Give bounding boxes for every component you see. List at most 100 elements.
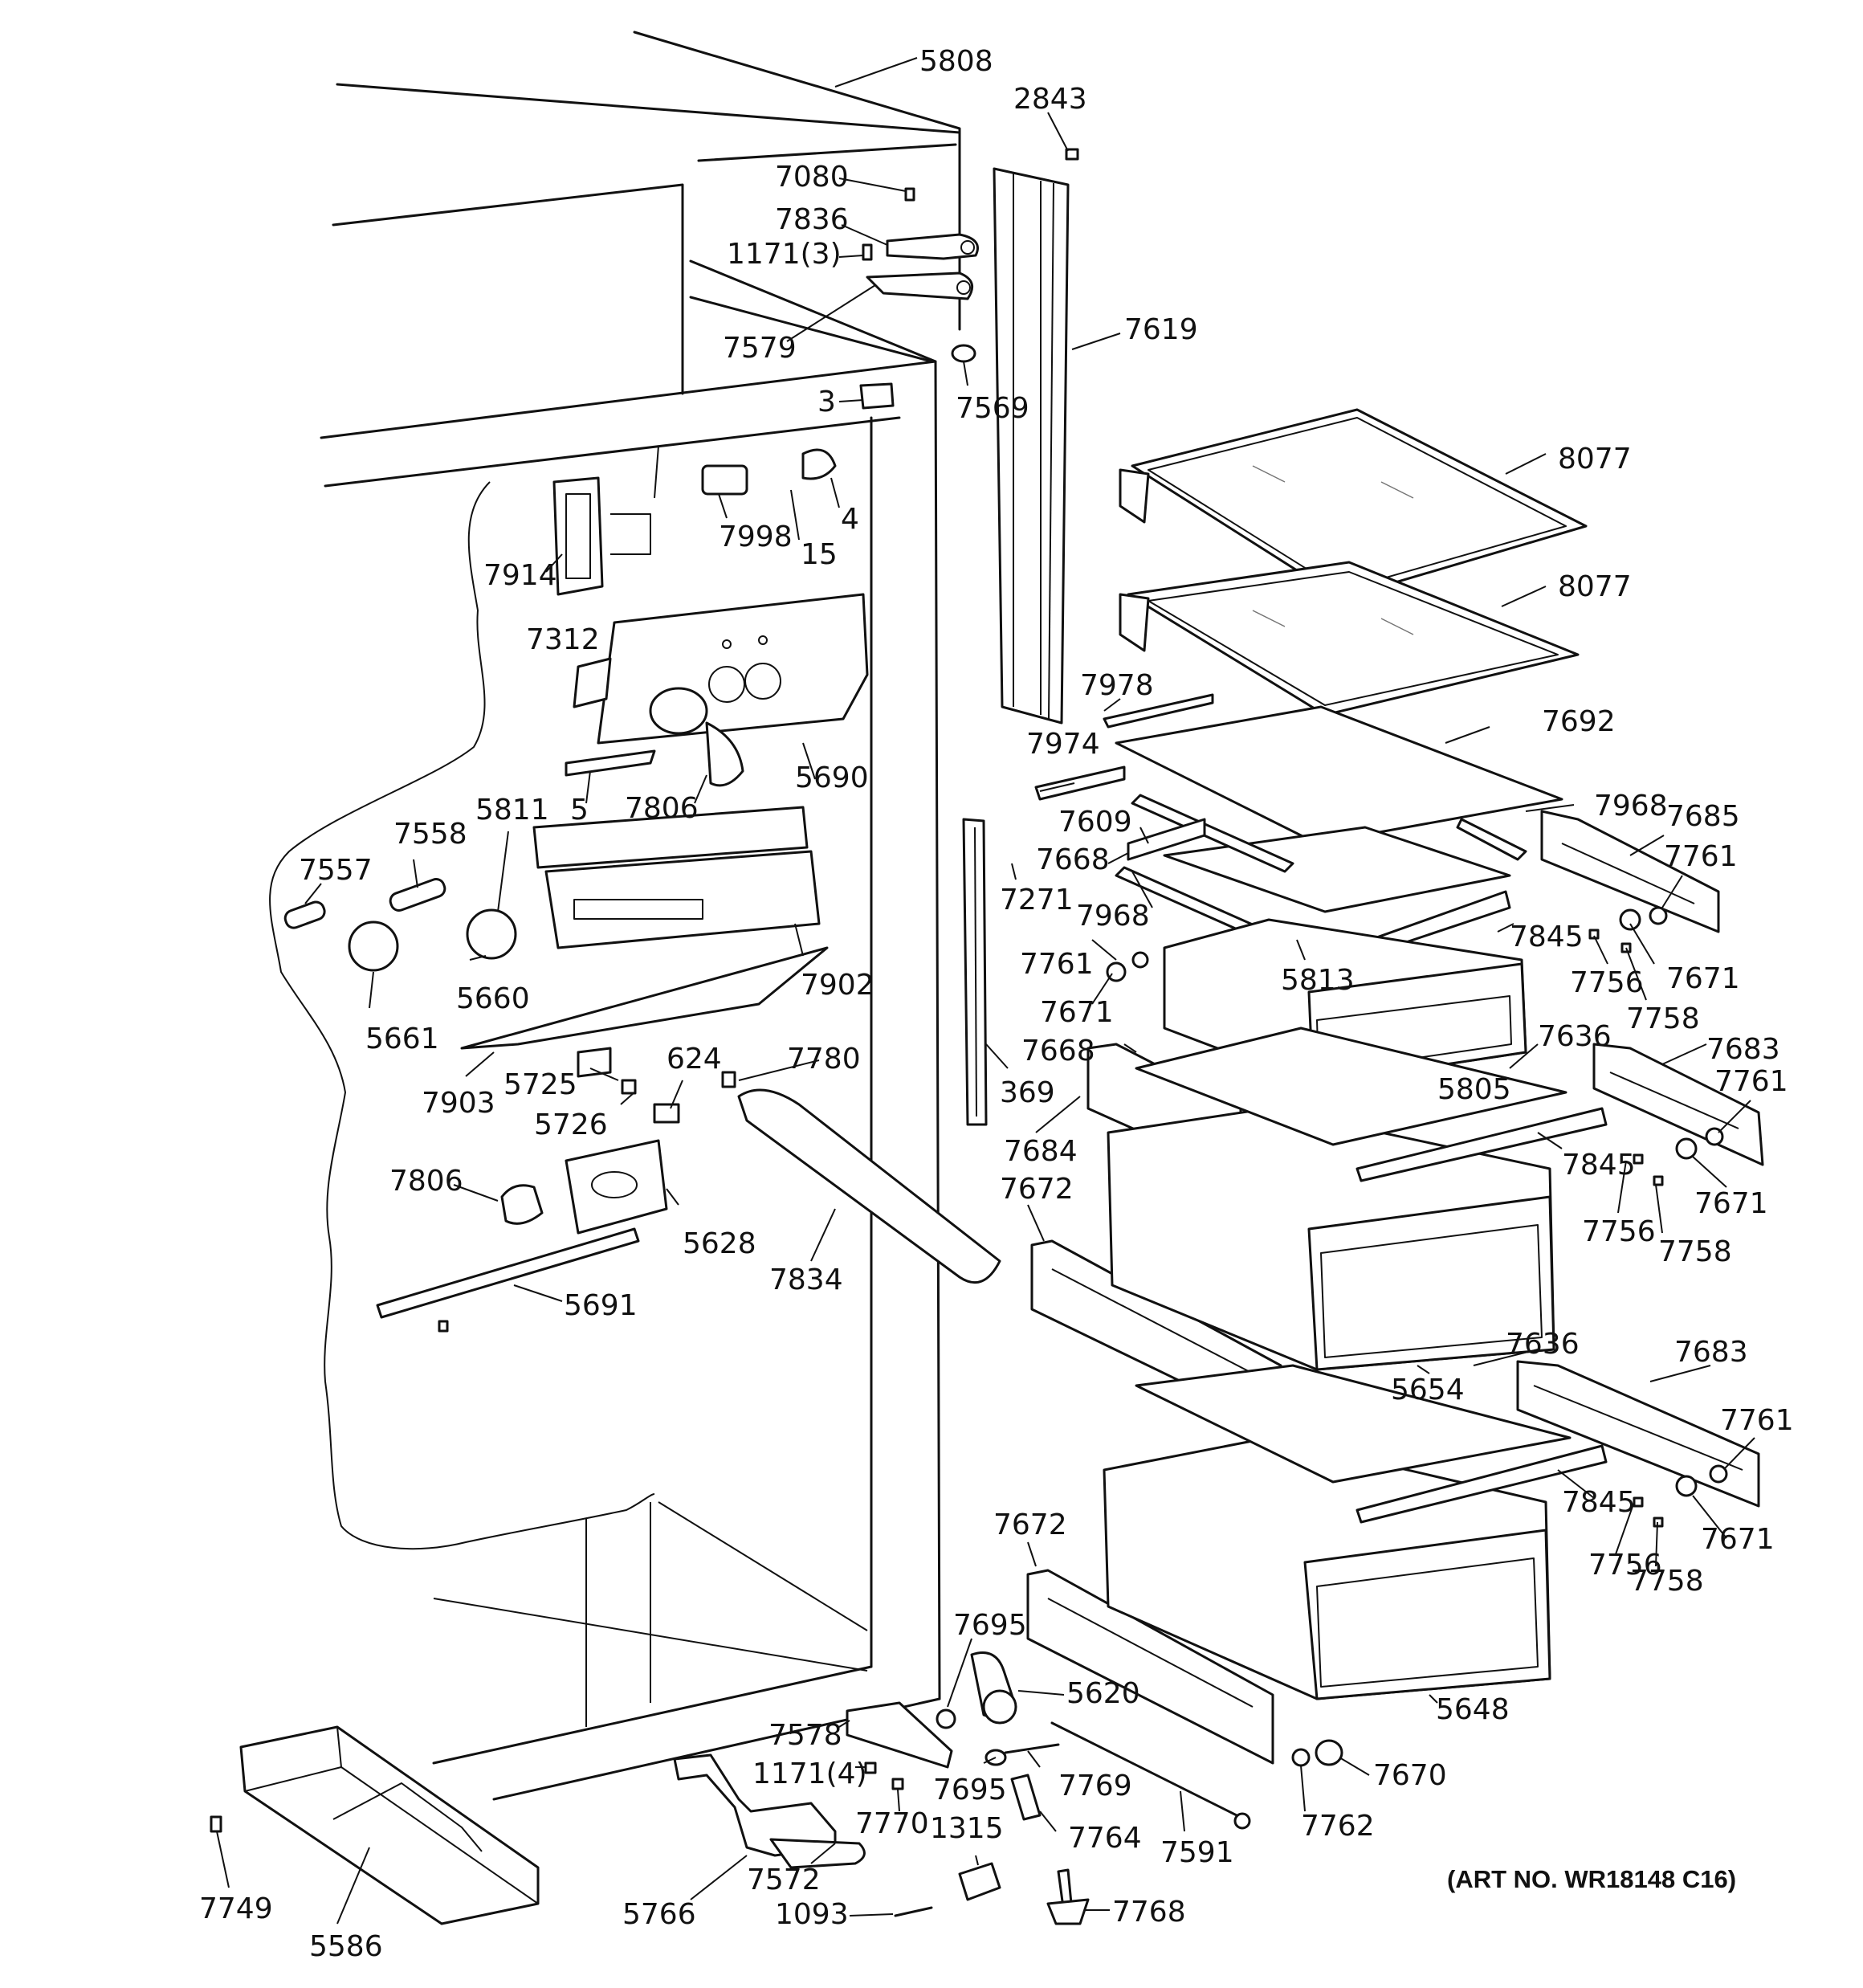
art-number: (ART NO. WR18148 C16) bbox=[1447, 1865, 1736, 1893]
label-7685: 7685 bbox=[1666, 800, 1740, 833]
door-strip-7619 bbox=[993, 167, 1070, 725]
label-7671-b: 7671 bbox=[1040, 996, 1114, 1029]
label-7558: 7558 bbox=[393, 818, 467, 851]
label-1171-4: 1171(4) bbox=[752, 1757, 867, 1790]
label-15: 15 bbox=[801, 538, 838, 571]
label-7684: 7684 bbox=[1004, 1135, 1078, 1168]
label-7998: 7998 bbox=[719, 520, 793, 553]
label-7806-upper: 7806 bbox=[625, 792, 699, 825]
label-4: 4 bbox=[841, 503, 859, 536]
side-rail-7672-lower bbox=[1026, 1569, 1274, 1765]
label-7845-a: 7845 bbox=[1510, 921, 1584, 953]
label-7780: 7780 bbox=[787, 1043, 861, 1076]
label-7978: 7978 bbox=[1080, 669, 1154, 702]
label-7769: 7769 bbox=[1058, 1770, 1132, 1802]
label-7672-upper: 7672 bbox=[1000, 1173, 1074, 1206]
wheels-and-rollers bbox=[283, 878, 517, 972]
label-7762: 7762 bbox=[1301, 1810, 1375, 1843]
shelf-8077-upper bbox=[1119, 408, 1588, 600]
pan-5648 bbox=[1103, 1364, 1608, 1700]
label-5661: 5661 bbox=[365, 1023, 439, 1055]
label-7761-a: 7761 bbox=[1664, 840, 1738, 873]
rail-hardware bbox=[1106, 906, 1728, 1528]
label-5766: 5766 bbox=[622, 1898, 696, 1931]
label-7671-a: 7671 bbox=[1666, 962, 1740, 995]
label-5690: 5690 bbox=[795, 761, 869, 794]
cabinet-outline bbox=[269, 31, 961, 1801]
label-7636-upper: 7636 bbox=[1538, 1020, 1612, 1053]
label-7758-a: 7758 bbox=[1626, 1002, 1700, 1035]
side-rail-7685 bbox=[1540, 810, 1720, 933]
label-7668-upper: 7668 bbox=[1036, 843, 1110, 876]
label-7636-lower: 7636 bbox=[1506, 1328, 1580, 1361]
light-shield-5811 bbox=[460, 806, 829, 1050]
label-7974: 7974 bbox=[1026, 728, 1100, 761]
label-5660: 5660 bbox=[456, 982, 530, 1015]
label-5: 5 bbox=[570, 794, 589, 827]
label-7758-b: 7758 bbox=[1658, 1235, 1732, 1268]
label-5726: 5726 bbox=[534, 1108, 608, 1141]
label-7695-upper: 7695 bbox=[953, 1609, 1027, 1642]
label-7764: 7764 bbox=[1068, 1822, 1142, 1855]
label-7080: 7080 bbox=[775, 161, 849, 194]
bottom-linkage-5766 bbox=[673, 1753, 866, 1869]
control-housing-5690 bbox=[597, 593, 869, 745]
label-7579: 7579 bbox=[723, 332, 797, 365]
label-7758-c: 7758 bbox=[1630, 1565, 1704, 1598]
part-labels: 5808 2843 7080 7836 1171(3) 7619 7579 75… bbox=[199, 45, 1794, 1963]
glass-shelves-lower bbox=[1115, 705, 1563, 913]
label-624: 624 bbox=[667, 1043, 722, 1076]
label-8077-lower: 8077 bbox=[1558, 570, 1632, 603]
label-5813: 5813 bbox=[1281, 964, 1355, 997]
label-7768: 7768 bbox=[1112, 1896, 1186, 1929]
label-7671-d: 7671 bbox=[1701, 1523, 1775, 1556]
label-7761-b: 7761 bbox=[1020, 948, 1094, 981]
label-7572: 7572 bbox=[747, 1863, 821, 1896]
top-hinge-assembly bbox=[859, 148, 1079, 410]
label-5805: 5805 bbox=[1437, 1073, 1511, 1106]
cover-5586 bbox=[210, 1725, 540, 1925]
label-7578: 7578 bbox=[768, 1719, 842, 1752]
label-7569: 7569 bbox=[956, 392, 1029, 425]
label-7668-lower: 7668 bbox=[1021, 1035, 1095, 1067]
label-7902: 7902 bbox=[801, 969, 874, 1002]
label-7271: 7271 bbox=[1000, 884, 1074, 916]
label-5620: 5620 bbox=[1066, 1677, 1140, 1710]
label-7683-upper: 7683 bbox=[1706, 1033, 1780, 1066]
label-7845-b: 7845 bbox=[1562, 1149, 1636, 1182]
label-5808: 5808 bbox=[919, 45, 993, 78]
label-5725: 5725 bbox=[503, 1068, 577, 1101]
label-7591: 7591 bbox=[1160, 1836, 1234, 1869]
label-1093: 1093 bbox=[775, 1898, 849, 1931]
label-7312: 7312 bbox=[526, 623, 600, 656]
side-rail-7683-lower bbox=[1516, 1360, 1760, 1508]
label-7609: 7609 bbox=[1058, 806, 1132, 839]
lower-left-parts bbox=[376, 1047, 736, 1333]
label-5811: 5811 bbox=[475, 794, 549, 827]
door-strip-369 bbox=[962, 818, 988, 1126]
label-7756-c: 7756 bbox=[1588, 1549, 1662, 1582]
label-7968-lower: 7968 bbox=[1076, 900, 1150, 933]
label-7672-lower: 7672 bbox=[993, 1508, 1067, 1541]
label-7761-d: 7761 bbox=[1720, 1404, 1794, 1437]
label-1171-3: 1171(3) bbox=[727, 238, 842, 271]
label-5628: 5628 bbox=[683, 1227, 756, 1260]
label-7968-upper: 7968 bbox=[1594, 790, 1668, 823]
label-2843: 2843 bbox=[1013, 83, 1087, 116]
small-parts-top bbox=[565, 448, 837, 787]
label-369: 369 bbox=[1000, 1076, 1055, 1109]
label-3: 3 bbox=[817, 386, 836, 418]
label-5691: 5691 bbox=[564, 1289, 638, 1322]
label-7695-lower: 7695 bbox=[933, 1774, 1007, 1806]
label-7749: 7749 bbox=[199, 1892, 273, 1925]
label-7756-b: 7756 bbox=[1582, 1215, 1656, 1248]
bottom-hardware bbox=[846, 1651, 1343, 1925]
label-7836: 7836 bbox=[775, 203, 849, 236]
label-5648: 5648 bbox=[1436, 1693, 1510, 1726]
label-7914: 7914 bbox=[483, 559, 557, 592]
label-7756-a: 7756 bbox=[1570, 966, 1644, 999]
label-7692: 7692 bbox=[1542, 705, 1616, 738]
label-7834: 7834 bbox=[769, 1263, 843, 1296]
label-7903: 7903 bbox=[422, 1087, 495, 1120]
